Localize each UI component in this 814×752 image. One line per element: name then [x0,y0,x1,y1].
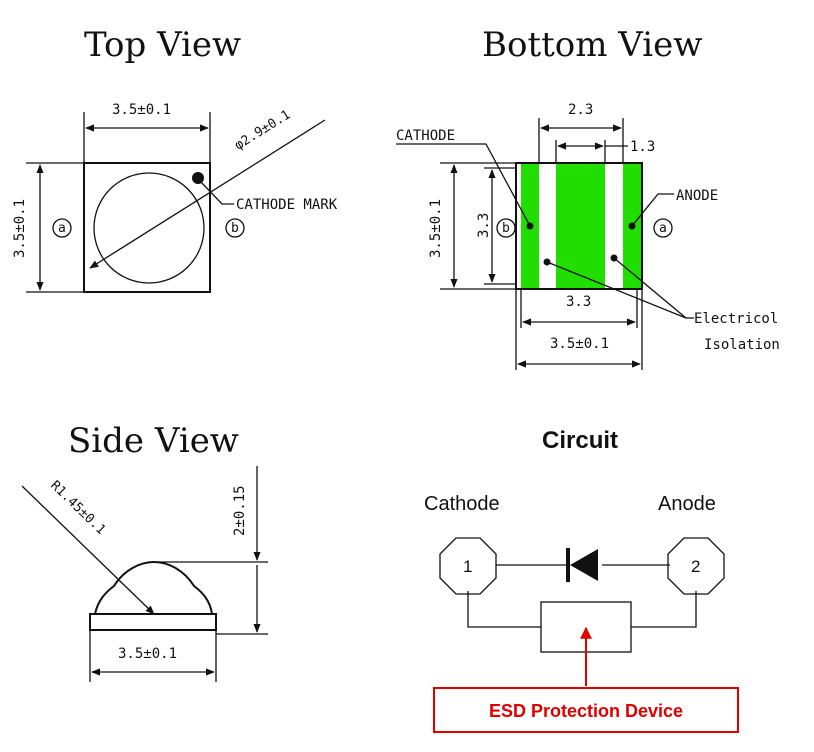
wire-right-bottom [631,591,697,628]
svg-text:3.5±0.1: 3.5±0.1 [550,336,609,352]
top-width-label: 3.5±0.1 [112,102,171,118]
side-radius-label: R1.45±0.1 [47,478,108,538]
side-base [89,613,217,631]
svg-text:a: a [659,221,667,236]
svg-text:ANODE: ANODE [676,188,718,204]
top-pad-b-marker: b [225,218,245,238]
esd-label-box [433,687,739,733]
side-height-dimension: 2±0.15 [156,466,268,635]
svg-text:2: 2 [691,557,700,576]
bottom-inner-height-dimension: 3.3 [476,167,516,285]
bottom-inner-width-dimension: 3.3 [520,289,638,328]
top-view: Top View 3.5±0.1 3.5±0.1 φ2.9±0.1 CATHOD… [12,25,338,293]
top-height-label: 3.5±0.1 [12,199,28,258]
circuit-cathode-label: Cathode [424,493,500,515]
bottom-pad-a-marker: a [653,218,673,238]
svg-text:2±0.15: 2±0.15 [232,485,248,536]
top-package-outline [83,162,211,293]
svg-text:1.3: 1.3 [630,139,655,155]
side-view-title: Side View [68,421,239,461]
bottom-view-title: Bottom View [482,25,702,65]
top-height-dimension: 3.5±0.1 [12,162,84,293]
pin-1: 1 [439,537,497,595]
svg-text:b: b [502,221,510,236]
top-view-title: Top View [84,25,241,65]
bottom-package-outline [515,162,643,290]
svg-text:CATHODE: CATHODE [396,128,455,144]
side-radius-leader [21,485,155,615]
circuit: Circuit Cathode Anode 1 2 ESD Protection… [424,427,739,733]
svg-text:3.5±0.1: 3.5±0.1 [428,199,444,258]
top-diameter-leader [89,119,326,269]
top-width-dimension: 3.5±0.1 [83,102,211,163]
svg-text:Isolation: Isolation [704,337,780,353]
thermal-pad [556,163,605,289]
pin-2: 2 [667,537,725,595]
cathode-mark-leader [199,180,234,205]
cathode-mark-dot [192,172,204,184]
svg-text:3.5±0.1: 3.5±0.1 [118,646,177,662]
bottom-dim-1-3: 1.3 [555,139,655,163]
svg-text:3.3: 3.3 [476,213,492,238]
bottom-dim-2-3: 2.3 [538,102,624,163]
electrical-isolation-callout: Electricol Isolation [546,257,780,353]
bottom-pad-b-marker: b [496,218,516,238]
cathode-mark-label: CATHODE MARK [236,197,338,213]
esd-label: ESD Protection Device [489,701,683,721]
side-width-dimension: 3.5±0.1 [89,630,217,682]
svg-text:Electricol: Electricol [694,311,778,327]
bottom-width-dimension: 3.5±0.1 [515,289,643,370]
top-lens-circle [93,172,205,284]
circuit-title: Circuit [542,427,618,454]
svg-text:b: b [231,221,239,236]
top-pad-a-marker: a [52,218,72,238]
diode-symbol [566,548,598,582]
wire-left-bottom [467,591,541,628]
side-view: Side View R1.45±0.1 2±0.15 3.5±0.1 [21,421,268,682]
bottom-cathode-callout: CATHODE [396,128,531,227]
bottom-anode-callout: ANODE [631,188,718,227]
side-dome [94,560,213,615]
svg-text:1: 1 [463,557,472,576]
bottom-view: Bottom View 2.3 1.3 CATHODE [396,25,780,370]
bottom-height-dimension: 3.5±0.1 [428,162,516,290]
svg-text:2.3: 2.3 [568,102,593,118]
svg-text:3.3: 3.3 [566,294,591,310]
svg-text:a: a [58,221,66,236]
circuit-anode-label: Anode [658,493,716,515]
